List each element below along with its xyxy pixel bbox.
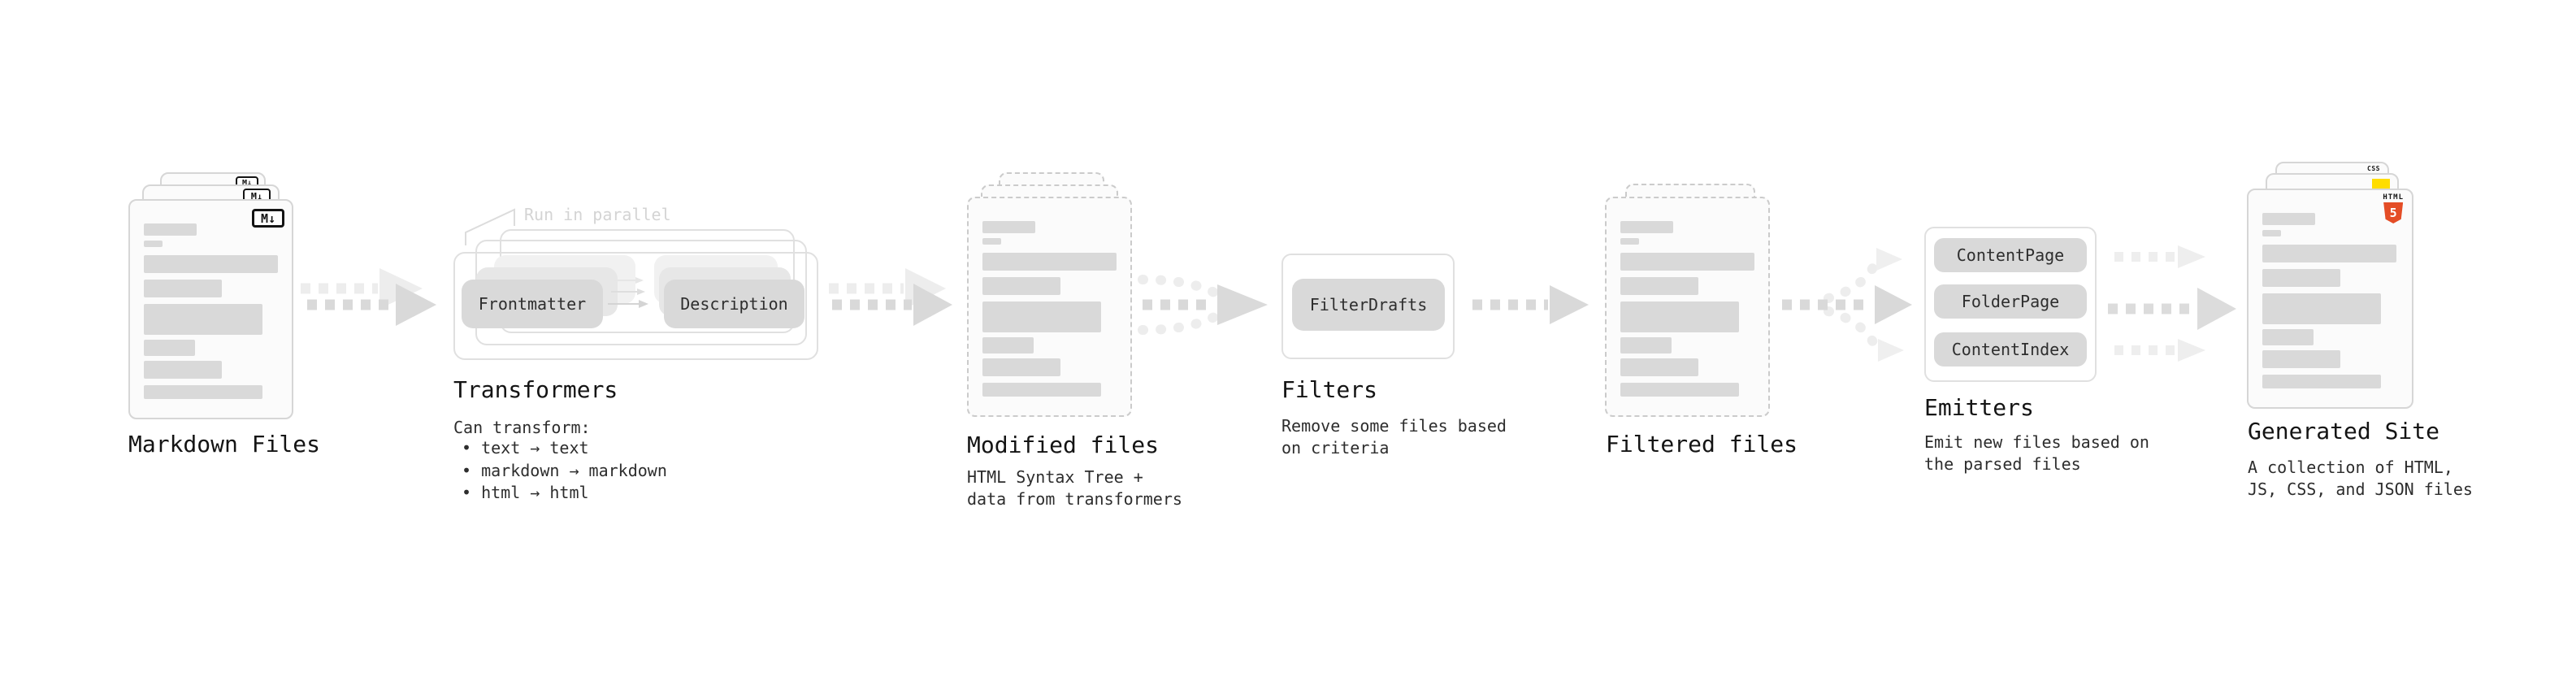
modified-files-sublabel: HTML Syntax Tree + data from transformer…: [967, 467, 1182, 509]
transformers-label: Transformers: [453, 376, 618, 403]
text-bar: [982, 238, 1001, 245]
text-bar: [144, 361, 222, 379]
text-bar: [144, 340, 195, 356]
flow-arrow-transformers-to-modified: [829, 268, 952, 326]
generated-site-sublabel: A collection of HTML, JS, CSS, and JSON …: [2248, 458, 2473, 499]
doc-content-bars: [2262, 213, 2396, 388]
text-bar: [982, 301, 1101, 332]
frontmatter-pill: Frontmatter: [462, 280, 603, 328]
text-bar: [982, 221, 1035, 233]
text-bar: [2262, 375, 2381, 388]
flow-arrow-filters-to-filtered: [1472, 285, 1589, 324]
text-bar: [2262, 329, 2314, 345]
flow-arrow-emitters-to-generated: [2108, 245, 2236, 362]
run-in-parallel-annotation: Run in parallel: [524, 205, 671, 224]
text-bar: [144, 255, 278, 273]
text-bar: [2262, 213, 2315, 225]
html5-icon: HTML 5: [2383, 193, 2404, 223]
generated-site-label: Generated Site: [2248, 418, 2440, 445]
description-pill: Description: [664, 280, 804, 328]
markdown-icon: M↓: [252, 209, 284, 228]
pill-transform-arrows: [608, 277, 648, 308]
emitters-sublabel: Emit new files based on the parsed files: [1924, 432, 2149, 474]
bullet-item: • text → text: [462, 438, 589, 458]
callout-line: [465, 208, 515, 245]
emitters-label: Emitters: [1924, 394, 2034, 421]
text-bar: [982, 358, 1060, 376]
transformer-frame: [453, 252, 818, 360]
text-bar: [1620, 337, 1672, 354]
document-card: [1605, 197, 1770, 417]
transformers-bullet-list: • text → text • markdown → markdown • ht…: [462, 437, 667, 505]
transformers-desc-title: Can transform:: [453, 418, 591, 437]
doc-content-bars: [144, 223, 278, 399]
bullet-item: • html → html: [462, 483, 589, 502]
modified-files-label: Modified files: [967, 432, 1160, 458]
contentindex-pill: ContentIndex: [1934, 332, 2087, 367]
document-card: HTML 5: [2247, 189, 2413, 409]
flow-arrow-markdown-to-transformers: [301, 268, 436, 326]
text-bar: [2262, 350, 2340, 368]
text-bar: [2262, 293, 2381, 324]
text-bar: [2262, 245, 2396, 262]
text-bar: [1620, 383, 1739, 397]
text-bar: [2262, 230, 2281, 236]
filterdrafts-pill: FilterDrafts: [1292, 279, 1445, 331]
text-bar: [982, 337, 1034, 354]
text-bar: [1620, 238, 1639, 245]
doc-content-bars: [982, 221, 1117, 397]
text-bar: [144, 304, 262, 335]
text-bar: [144, 223, 197, 236]
text-bar: [144, 385, 262, 399]
document-card: M↓: [128, 199, 293, 419]
folderpage-pill: FolderPage: [1934, 284, 2087, 319]
text-bar: [1620, 277, 1698, 295]
text-bar: [982, 277, 1060, 295]
filtered-files-label: Filtered files: [1606, 431, 1798, 458]
text-bar: [144, 241, 163, 247]
text-bar: [1620, 358, 1698, 376]
text-bar: [1620, 253, 1754, 271]
flow-arrow-filtered-to-emitters: [1782, 248, 1912, 362]
js-icon: [2372, 179, 2390, 189]
text-bar: [1620, 301, 1739, 332]
filters-label: Filters: [1281, 376, 1378, 403]
contentpage-pill: ContentPage: [1934, 238, 2087, 272]
flow-arrow-modified-to-filters: [1138, 275, 1268, 335]
text-bar: [982, 253, 1117, 271]
doc-content-bars: [1620, 221, 1754, 397]
filters-sublabel: Remove some files based on criteria: [1281, 416, 1507, 458]
text-bar: [1620, 221, 1673, 233]
document-card: [967, 197, 1132, 417]
text-bar: [144, 280, 222, 297]
text-bar: [2262, 269, 2340, 287]
text-bar: [982, 383, 1101, 397]
markdown-files-label: Markdown Files: [128, 431, 321, 458]
bullet-item: • markdown → markdown: [462, 460, 667, 480]
